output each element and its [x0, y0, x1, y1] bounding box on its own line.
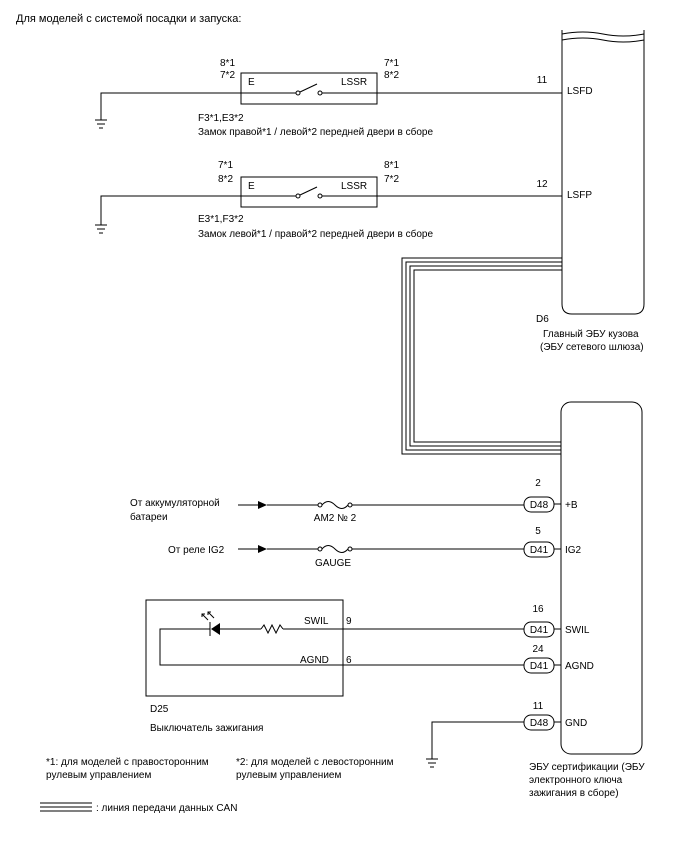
- cert-ecu-pin-name-3: SWIL: [565, 625, 590, 636]
- arrow-icon: [258, 545, 267, 553]
- cert-ecu-name-1: ЭБУ сертификации (ЭБУ: [529, 761, 645, 773]
- door-lock-2-right-pin-2: 7*2: [384, 174, 399, 185]
- ig2-relay-feed: От реле IG2 GAUGE: [168, 545, 524, 569]
- door-lock-1-ground-wire: [100, 92, 241, 120]
- door-lock-2-terminal-lssr: LSSR: [341, 181, 367, 192]
- body-ecu-connector: D6: [536, 314, 549, 325]
- ignition-switch-name: Выключатель зажигания: [150, 723, 263, 734]
- door-lock-1-connector: F3*1,E3*2: [198, 113, 244, 124]
- cert-ecu-ground-wire: [431, 721, 524, 759]
- resistor-icon: [260, 623, 284, 635]
- body-ecu-name-2: (ЭБУ сетевого шлюза): [540, 342, 644, 353]
- door-lock-2-switch-contact: [295, 193, 301, 199]
- cert-ecu-pin-name-1: +B: [565, 500, 578, 511]
- cert-ecu-pin-name-4: AGND: [565, 661, 594, 672]
- door-lock-1-left-pin-2: 7*2: [220, 70, 235, 81]
- ignition-switch-pin-agnd: 6: [346, 655, 352, 666]
- body-ecu-break-mark: [561, 31, 645, 37]
- body-ecu-pin-num-2: 12: [536, 179, 548, 190]
- led-icon: [211, 623, 220, 635]
- cert-ecu-pin-name-2: IG2: [565, 545, 582, 556]
- certification-ecu-outline: [560, 401, 643, 755]
- door-lock-2-connector: E3*1,F3*2: [198, 214, 244, 225]
- door-lock-1-terminal-e: E: [248, 77, 255, 88]
- ignition-switch-terminal-swil: SWIL: [304, 616, 329, 627]
- fuse-icon: [317, 502, 323, 508]
- cert-ecu-pin-num-4: 24: [532, 644, 544, 655]
- ig2-relay-source-label: От реле IG2: [168, 545, 225, 556]
- ignition-switch-connector: D25: [150, 704, 169, 715]
- cert-ecu-connector-2: D41: [530, 545, 549, 556]
- door-lock-1-terminal-lssr: LSSR: [341, 77, 367, 88]
- door-lock-2-switch-blade: [299, 186, 318, 196]
- ignition-switch-box: [145, 599, 344, 697]
- body-ecu-pin-num-1: 11: [537, 75, 548, 86]
- door-lock-1-switch-blade: [299, 83, 318, 93]
- cert-ecu-name-3: зажигания в сборе): [529, 787, 619, 799]
- cert-ecu-connector-5: D48: [530, 718, 549, 729]
- note-2-line-1: *2: для моделей с левосторонним: [236, 757, 394, 768]
- body-ecu-pin-name-1: LSFD: [567, 86, 593, 97]
- door-lock-2-name: Замок левой*1 / правой*2 передней двери …: [198, 228, 433, 240]
- can-bus-line: [401, 257, 562, 455]
- body-ecu: 11 LSFD 12 LSFP D6 Главный ЭБУ кузова (Э…: [536, 30, 645, 353]
- ignition-switch-pin-swil: 9: [346, 616, 352, 627]
- door-lock-2-ground-wire: [100, 195, 241, 225]
- note-1-line-2: рулевым управлением: [46, 770, 151, 781]
- door-lock-1: 8*1 7*2 7*1 8*2 E LSSR F3*1,E3*2 Замок п…: [95, 58, 562, 138]
- battery-fuse-label: AM2 № 2: [314, 513, 357, 524]
- door-lock-1-right-pin-2: 8*2: [384, 70, 399, 81]
- cert-ecu-pin-num-3: 16: [532, 604, 544, 615]
- cert-ecu-pin-num-1: 2: [535, 478, 541, 489]
- ground-symbol: [95, 224, 107, 234]
- page-title: Для моделей с системой посадки и запуска…: [16, 13, 241, 25]
- can-line-legend-label: : линия передачи данных CAN: [96, 803, 237, 814]
- ig2-relay-fuse-label: GAUGE: [315, 558, 351, 569]
- body-ecu-outline: [561, 30, 645, 315]
- ground-symbol: [95, 119, 107, 129]
- cert-ecu-name-2: электронного ключа: [529, 775, 623, 786]
- door-lock-2-terminal-e: E: [248, 181, 255, 192]
- cert-ecu-pin-num-2: 5: [535, 526, 541, 537]
- can-line-legend: : линия передачи данных CAN: [40, 802, 237, 814]
- arrow-icon: [258, 501, 267, 509]
- cert-ecu-connector-4: D41: [530, 661, 549, 672]
- door-lock-1-switch-contact: [295, 90, 301, 96]
- certification-ecu: 2 D48 +B 5 D41 IG2 16 D41 SWIL 24 D41 AG…: [523, 401, 645, 799]
- ignition-switch-terminal-agnd: AGND: [300, 655, 329, 666]
- led-light-ray: [201, 613, 209, 621]
- door-lock-1-box: [240, 72, 378, 105]
- door-lock-2-box: [240, 176, 378, 208]
- door-lock-1-name: Замок правой*1 / левой*2 передней двери …: [198, 126, 433, 138]
- door-lock-2-right-pin-1: 8*1: [384, 160, 399, 171]
- note-1-line-1: *1: для моделей с правосторонним: [46, 757, 209, 768]
- door-lock-2-left-pin-2: 8*2: [218, 174, 233, 185]
- door-lock-1-left-pin-1: 8*1: [220, 58, 235, 69]
- cert-ecu-connector-3: D41: [530, 625, 549, 636]
- body-ecu-pin-name-2: LSFP: [567, 190, 592, 201]
- body-ecu-name-1: Главный ЭБУ кузова: [543, 329, 639, 340]
- ignition-switch: SWIL AGND 9 6 D25 Выключатель зажигания: [145, 599, 524, 734]
- fuse-icon: [317, 546, 323, 552]
- cert-ecu-connector-1: D48: [530, 500, 549, 511]
- door-lock-1-right-pin-1: 7*1: [384, 58, 399, 69]
- cert-ecu-pin-name-5: GND: [565, 718, 587, 729]
- note-2-line-2: рулевым управлением: [236, 770, 341, 781]
- cert-ecu-pin-num-5: 11: [533, 701, 544, 712]
- door-lock-2: 7*1 8*2 8*1 7*2 E LSSR E3*1,F3*2 Замок л…: [95, 160, 562, 240]
- door-lock-2-left-pin-1: 7*1: [218, 160, 233, 171]
- battery-source-label-1: От аккумуляторной: [130, 498, 220, 509]
- battery-source-label-2: батареи: [130, 511, 168, 523]
- ground-symbol: [426, 758, 438, 768]
- battery-feed: От аккумуляторной батареи AM2 № 2: [130, 498, 524, 524]
